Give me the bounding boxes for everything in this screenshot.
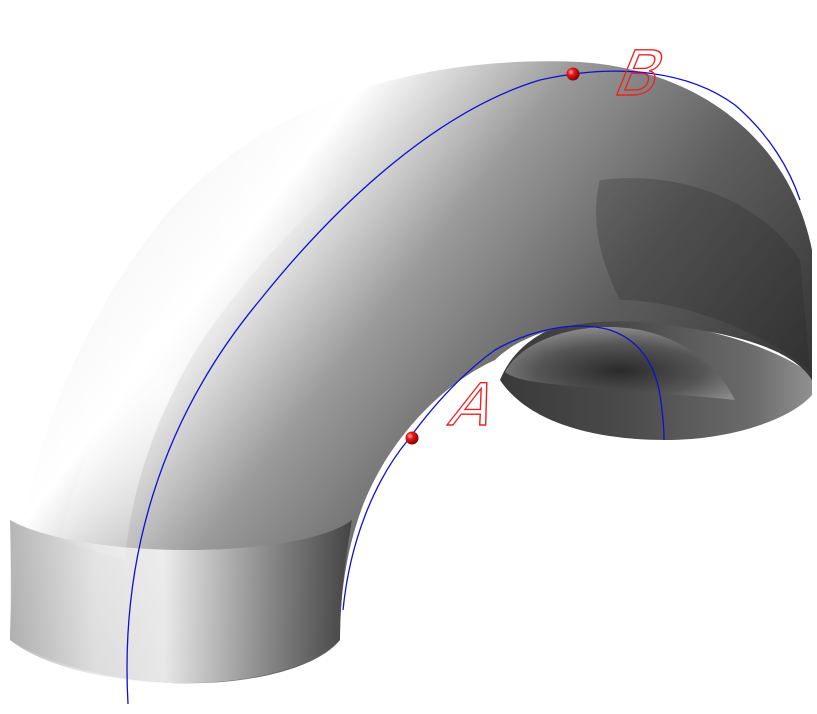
surface-shadow	[596, 178, 810, 370]
left-leg-surface	[10, 520, 352, 684]
point-a-marker	[405, 431, 419, 445]
surface-highlight	[60, 110, 430, 560]
inner-curve	[342, 325, 665, 611]
inner-throat-shadow	[505, 326, 735, 400]
elbow-tube-surface	[10, 61, 812, 684]
point-b-marker	[566, 67, 580, 81]
outer-curve	[126, 70, 801, 705]
